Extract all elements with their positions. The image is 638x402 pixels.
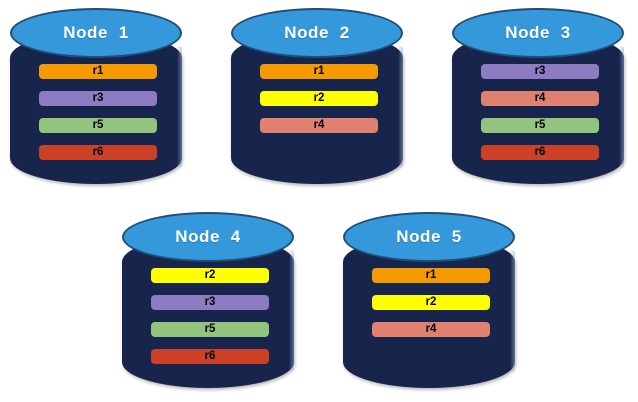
replica-bar[interactable]: r4 bbox=[372, 322, 490, 337]
replica-bar[interactable]: r2 bbox=[151, 268, 269, 283]
replica-bar[interactable]: r6 bbox=[151, 349, 269, 364]
cylinder-top-ellipse bbox=[10, 8, 182, 58]
replica-bar[interactable]: r1 bbox=[39, 64, 157, 79]
replica-bar[interactable]: r5 bbox=[151, 322, 269, 337]
replica-bar[interactable]: r4 bbox=[481, 91, 599, 106]
node-label: Node 5 bbox=[396, 227, 462, 246]
node-label: Node 4 bbox=[175, 227, 241, 246]
node-label: Node 2 bbox=[284, 23, 350, 42]
replica-bar[interactable]: r3 bbox=[39, 91, 157, 106]
cylinder-top-ellipse bbox=[231, 8, 403, 58]
node-label: Node 1 bbox=[63, 23, 129, 42]
replica-bar[interactable]: r5 bbox=[39, 118, 157, 133]
replica-bar[interactable]: r3 bbox=[481, 64, 599, 79]
replica-bar[interactable]: r4 bbox=[260, 118, 378, 133]
replica-bar[interactable]: r6 bbox=[39, 145, 157, 160]
replica-stack: r2 r3 r5 r6 bbox=[151, 268, 269, 364]
replica-bar[interactable]: r2 bbox=[372, 295, 490, 310]
cylinder-top-ellipse bbox=[122, 212, 294, 262]
replica-stack: r1 r3 r5 r6 bbox=[39, 64, 157, 160]
replica-stack: r3 r4 r5 r6 bbox=[481, 64, 599, 160]
replica-bar[interactable]: r2 bbox=[260, 91, 378, 106]
database-node-3[interactable]: Node 3 r3 r4 r5 r6 bbox=[452, 8, 624, 188]
replica-bar[interactable]: r5 bbox=[481, 118, 599, 133]
replica-stack: r1 r2 r4 bbox=[260, 64, 378, 133]
cylinder-top-ellipse bbox=[343, 212, 515, 262]
node-label: Node 3 bbox=[505, 23, 571, 42]
database-node-4[interactable]: Node 4 r2 r3 r5 r6 bbox=[122, 212, 294, 392]
replica-bar[interactable]: r1 bbox=[260, 64, 378, 79]
replica-bar[interactable]: r6 bbox=[481, 145, 599, 160]
database-node-1[interactable]: Node 1 r1 r3 r5 r6 bbox=[10, 8, 182, 188]
cylinder-top-ellipse bbox=[452, 8, 624, 58]
replica-bar[interactable]: r1 bbox=[372, 268, 490, 283]
database-node-2[interactable]: Node 2 r1 r2 r4 bbox=[231, 8, 403, 188]
replica-bar[interactable]: r3 bbox=[151, 295, 269, 310]
replica-stack: r1 r2 r4 bbox=[372, 268, 490, 337]
database-node-5[interactable]: Node 5 r1 r2 r4 bbox=[343, 212, 515, 392]
